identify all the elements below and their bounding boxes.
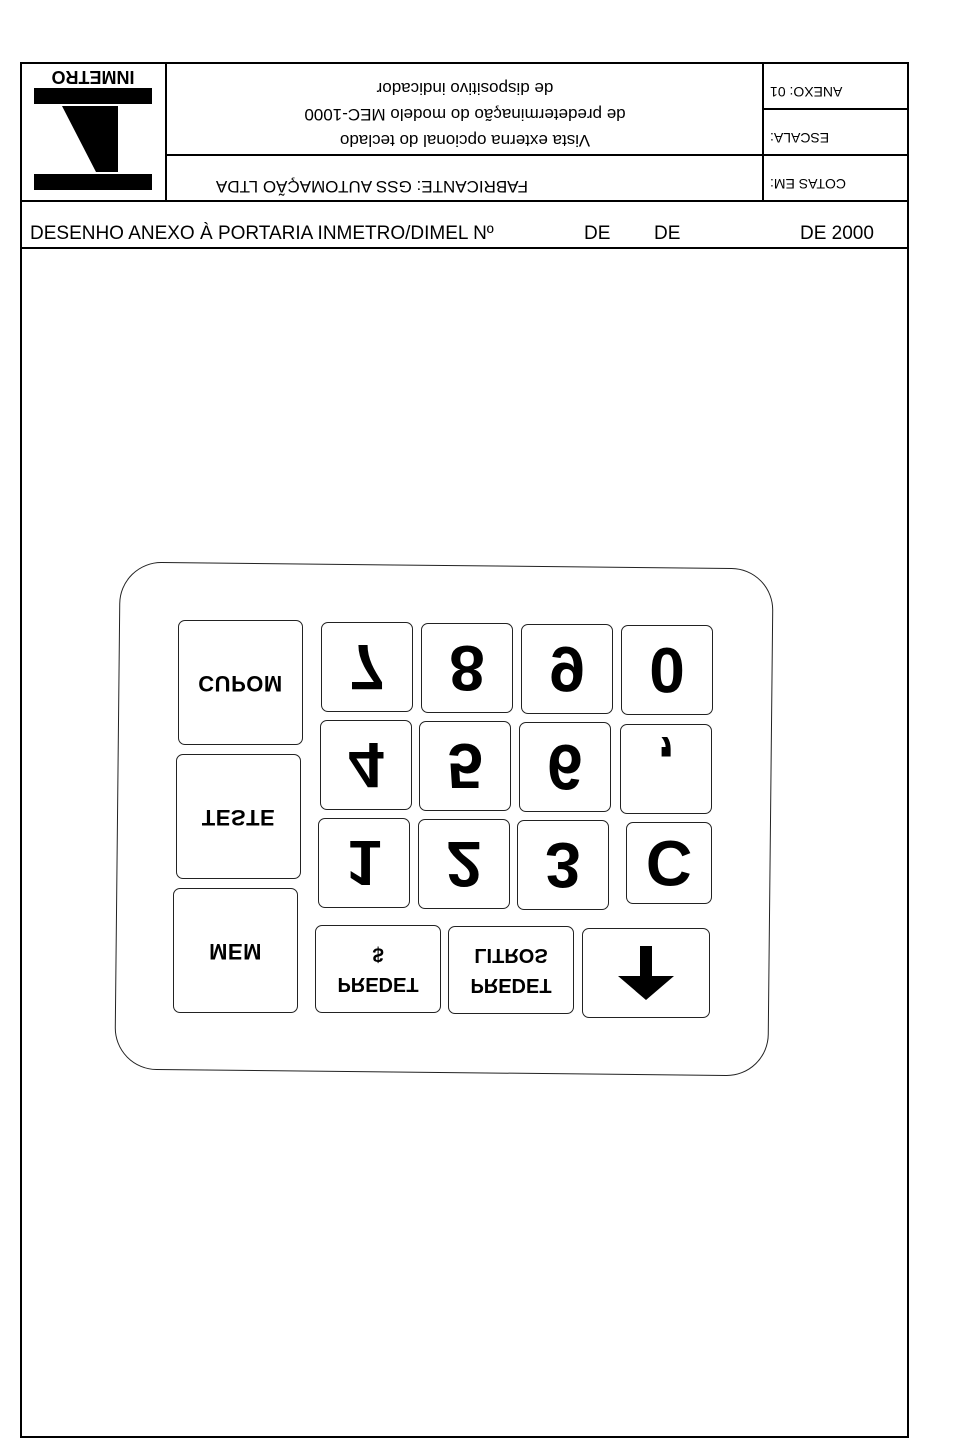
key-9-label: 9 bbox=[549, 633, 585, 705]
mem-key[interactable]: MEM bbox=[173, 888, 298, 1013]
key-7[interactable]: 7 bbox=[321, 622, 413, 712]
arrow-icon bbox=[618, 946, 674, 1000]
key-3-label: 3 bbox=[545, 829, 581, 901]
annex-line-1 bbox=[762, 108, 909, 110]
cupom-key[interactable]: CUPOM bbox=[178, 620, 303, 745]
key-8[interactable]: 8 bbox=[421, 623, 513, 713]
predet-liters-label: PREDET bbox=[470, 974, 552, 996]
key-2[interactable]: 2 bbox=[418, 819, 510, 909]
key-9[interactable]: 9 bbox=[521, 624, 613, 714]
key-7-label: 7 bbox=[349, 631, 385, 703]
key-c-label: C bbox=[645, 827, 693, 899]
scale-label: ESCALA: bbox=[770, 130, 830, 146]
key-5[interactable]: 5 bbox=[419, 721, 511, 811]
predet-money-label: PREDET bbox=[337, 973, 419, 995]
money-symbol-label: $ bbox=[372, 943, 384, 965]
predet-money-key[interactable]: PREDET $ bbox=[315, 925, 441, 1013]
key-4[interactable]: 4 bbox=[320, 720, 412, 810]
key-1-label: 1 bbox=[346, 827, 382, 899]
cupom-label: CUPOM bbox=[198, 670, 283, 696]
portaria-de-2: DE bbox=[654, 223, 681, 244]
key-comma-label: , bbox=[657, 733, 675, 805]
portaria-text: DESENHO ANEXO À PORTARIA INMETRO/DIMEL N… bbox=[30, 223, 494, 244]
manufacturer-cell: FABRICANTE: GSS AUTOMAÇÃO LTDA bbox=[170, 172, 760, 196]
predet-liters-key[interactable]: PREDET LITROS bbox=[448, 926, 574, 1014]
key-5-label: 5 bbox=[447, 730, 483, 802]
manufacturer-text: FABRICANTE: GSS AUTOMAÇÃO LTDA bbox=[215, 177, 528, 196]
key-1[interactable]: 1 bbox=[318, 818, 410, 908]
title-bottom-line bbox=[166, 154, 909, 156]
drawing-sheet-border bbox=[20, 62, 909, 1438]
logo-divider bbox=[165, 62, 167, 202]
key-6-label: 6 bbox=[547, 731, 583, 803]
title-block: Vista externa opcional do teclado de pre… bbox=[170, 66, 760, 154]
portaria-year: DE 2000 bbox=[800, 223, 874, 244]
portaria-de-1: DE bbox=[584, 223, 611, 244]
title-line-1: Vista externa opcional do teclado bbox=[339, 131, 591, 150]
subheader-bottom-line bbox=[20, 247, 909, 249]
units-label: COTAS EM: bbox=[770, 176, 846, 192]
title-line-2: de predeterminação do modelo MEC-1000 bbox=[304, 105, 626, 124]
logo-mark-icon bbox=[34, 88, 152, 190]
key-6[interactable]: 6 bbox=[519, 722, 611, 812]
logo-text: INMETRO bbox=[51, 67, 135, 87]
title-line-3: de dispositivo indicador bbox=[376, 79, 554, 98]
mem-label: MEM bbox=[209, 938, 262, 964]
key-4-label: 4 bbox=[348, 729, 384, 801]
teste-key[interactable]: TESTE bbox=[176, 754, 301, 879]
key-3[interactable]: 3 bbox=[517, 820, 609, 910]
header-bottom-line bbox=[20, 200, 909, 202]
key-c[interactable]: C bbox=[626, 822, 712, 904]
teste-label: TESTE bbox=[201, 804, 276, 830]
liters-label: LITROS bbox=[474, 944, 548, 966]
annex-divider bbox=[762, 62, 764, 202]
key-comma[interactable]: , bbox=[620, 724, 712, 814]
key-8-label: 8 bbox=[449, 632, 485, 704]
key-2-label: 2 bbox=[446, 828, 482, 900]
key-0-label: 0 bbox=[649, 634, 685, 706]
key-0[interactable]: 0 bbox=[621, 625, 713, 715]
inmetro-logo: INMETRO bbox=[30, 66, 156, 194]
enter-key[interactable] bbox=[582, 928, 710, 1018]
annex-label: ANEXO: 01 bbox=[770, 84, 843, 100]
